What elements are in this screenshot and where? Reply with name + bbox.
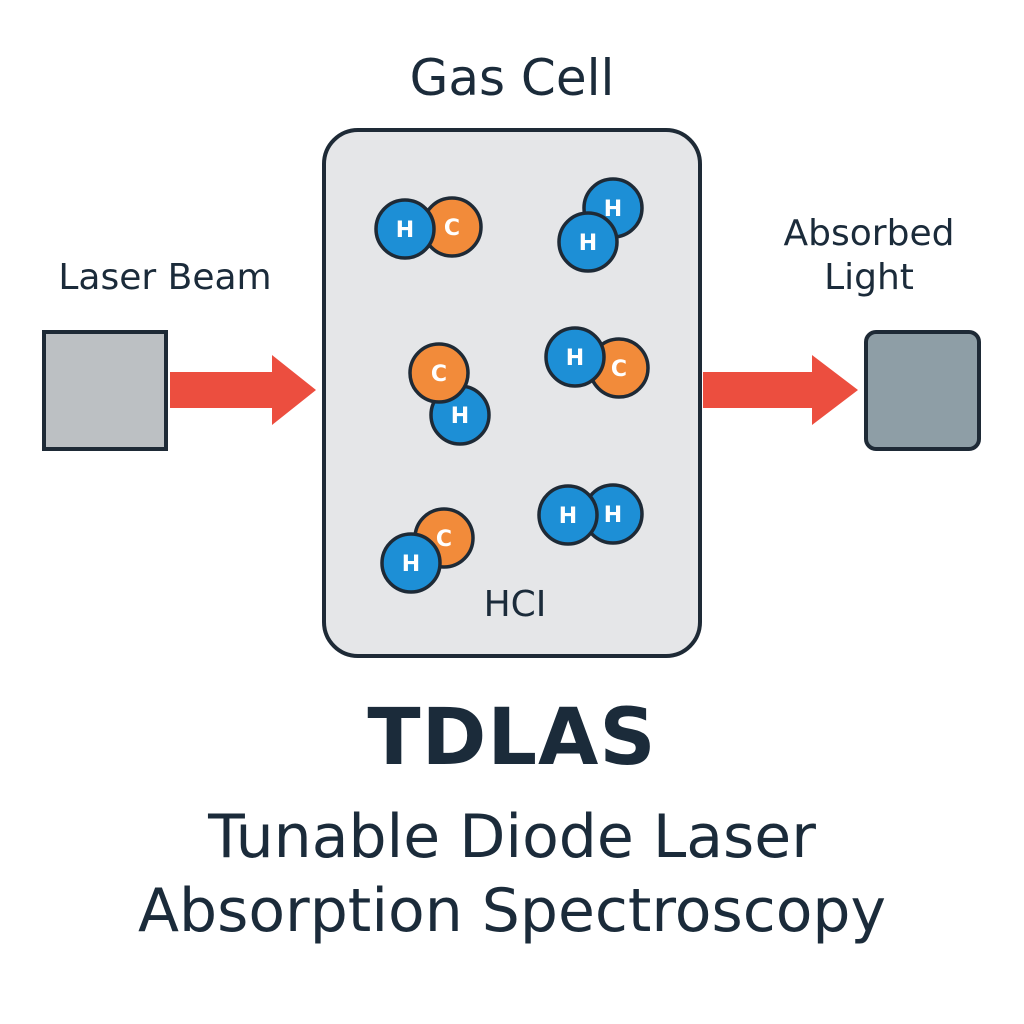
laser-beam-label: Laser Beam bbox=[58, 257, 272, 298]
molecule-4-atom-label: C bbox=[611, 357, 627, 382]
molecule-5-atom-label: H bbox=[402, 552, 420, 577]
molecule-3-atom-c bbox=[408, 342, 470, 404]
gas-cell-title: Gas Cell bbox=[409, 49, 615, 107]
molecule-1-atom-label: H bbox=[396, 218, 414, 243]
molecule-6-atom-label: H bbox=[604, 503, 622, 528]
molecule-4-atom-h bbox=[544, 326, 606, 388]
molecule-6-atom-label: H bbox=[559, 504, 577, 529]
subtitle: Tunable Diode Laser Absorption Spectrosc… bbox=[0, 800, 1024, 948]
molecule-3-atom-label: H bbox=[451, 404, 469, 429]
molecule-2-atom-h bbox=[557, 211, 619, 273]
molecule-2-atom-label: H bbox=[579, 231, 597, 256]
molecule-1-atom-label: C bbox=[444, 216, 460, 241]
absorbed-light-label-text: Absorbed Light bbox=[783, 213, 955, 298]
subtitle-text: Tunable Diode Laser Absorption Spectrosc… bbox=[137, 802, 887, 946]
laser-arrow-icon bbox=[170, 355, 316, 425]
molecule-6-atom-h bbox=[537, 484, 599, 546]
molecule-4-atom-label: H bbox=[566, 346, 584, 371]
species-label: HCI bbox=[483, 584, 547, 625]
absorbed-light-arrow-icon bbox=[703, 355, 858, 425]
laser-source-box bbox=[42, 330, 168, 451]
absorbed-light-label: Absorbed Light bbox=[754, 212, 984, 300]
molecule-2-atom-label: H bbox=[604, 197, 622, 222]
molecule-5-atom-h bbox=[380, 532, 442, 594]
molecule-1-atom-h bbox=[374, 198, 436, 260]
main-title: TDLAS bbox=[367, 693, 657, 783]
molecule-3-atom-label: C bbox=[431, 362, 447, 387]
molecule-5-atom-label: C bbox=[436, 527, 452, 552]
detector-box bbox=[864, 330, 981, 451]
